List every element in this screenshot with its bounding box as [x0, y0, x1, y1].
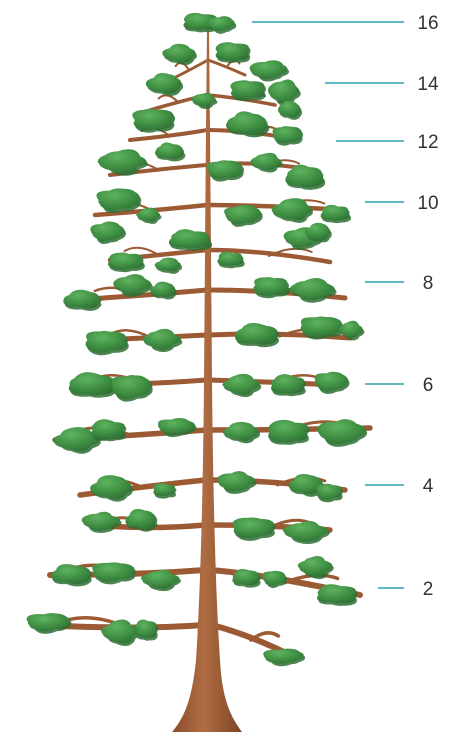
height-label: 4 — [423, 476, 434, 497]
foliage-clump — [271, 374, 304, 394]
foliage-clump — [321, 205, 350, 221]
foliage-clump — [235, 323, 278, 345]
foliage-clump — [108, 253, 143, 270]
foliage-clump — [317, 584, 356, 603]
foliage-clump — [155, 142, 184, 159]
foliage-clump — [217, 252, 243, 266]
foliage-clump — [169, 229, 211, 248]
foliage-clump — [132, 109, 173, 131]
height-label: 14 — [417, 74, 439, 95]
foliage-clump — [253, 277, 288, 296]
foliage-clump — [91, 419, 124, 438]
height-label: 2 — [423, 579, 434, 600]
foliage-clump — [150, 282, 175, 297]
height-label: 16 — [417, 13, 438, 34]
foliage-clump — [153, 483, 175, 496]
foliage-clump — [216, 42, 250, 60]
foliage-clump — [135, 619, 156, 638]
height-label: 6 — [423, 375, 434, 396]
foliage-clump — [316, 484, 341, 500]
foliage-clump — [268, 420, 308, 442]
foliage-clump — [51, 564, 90, 584]
foliage-clump — [230, 80, 264, 98]
height-label: 10 — [417, 193, 438, 214]
twig — [251, 633, 278, 640]
height-label: 12 — [417, 132, 438, 153]
height-label: 8 — [423, 273, 434, 294]
foliage-clump — [272, 126, 301, 143]
foliage-clump — [98, 149, 147, 173]
foliage-clump — [63, 290, 100, 309]
foliage-clump — [232, 569, 259, 585]
